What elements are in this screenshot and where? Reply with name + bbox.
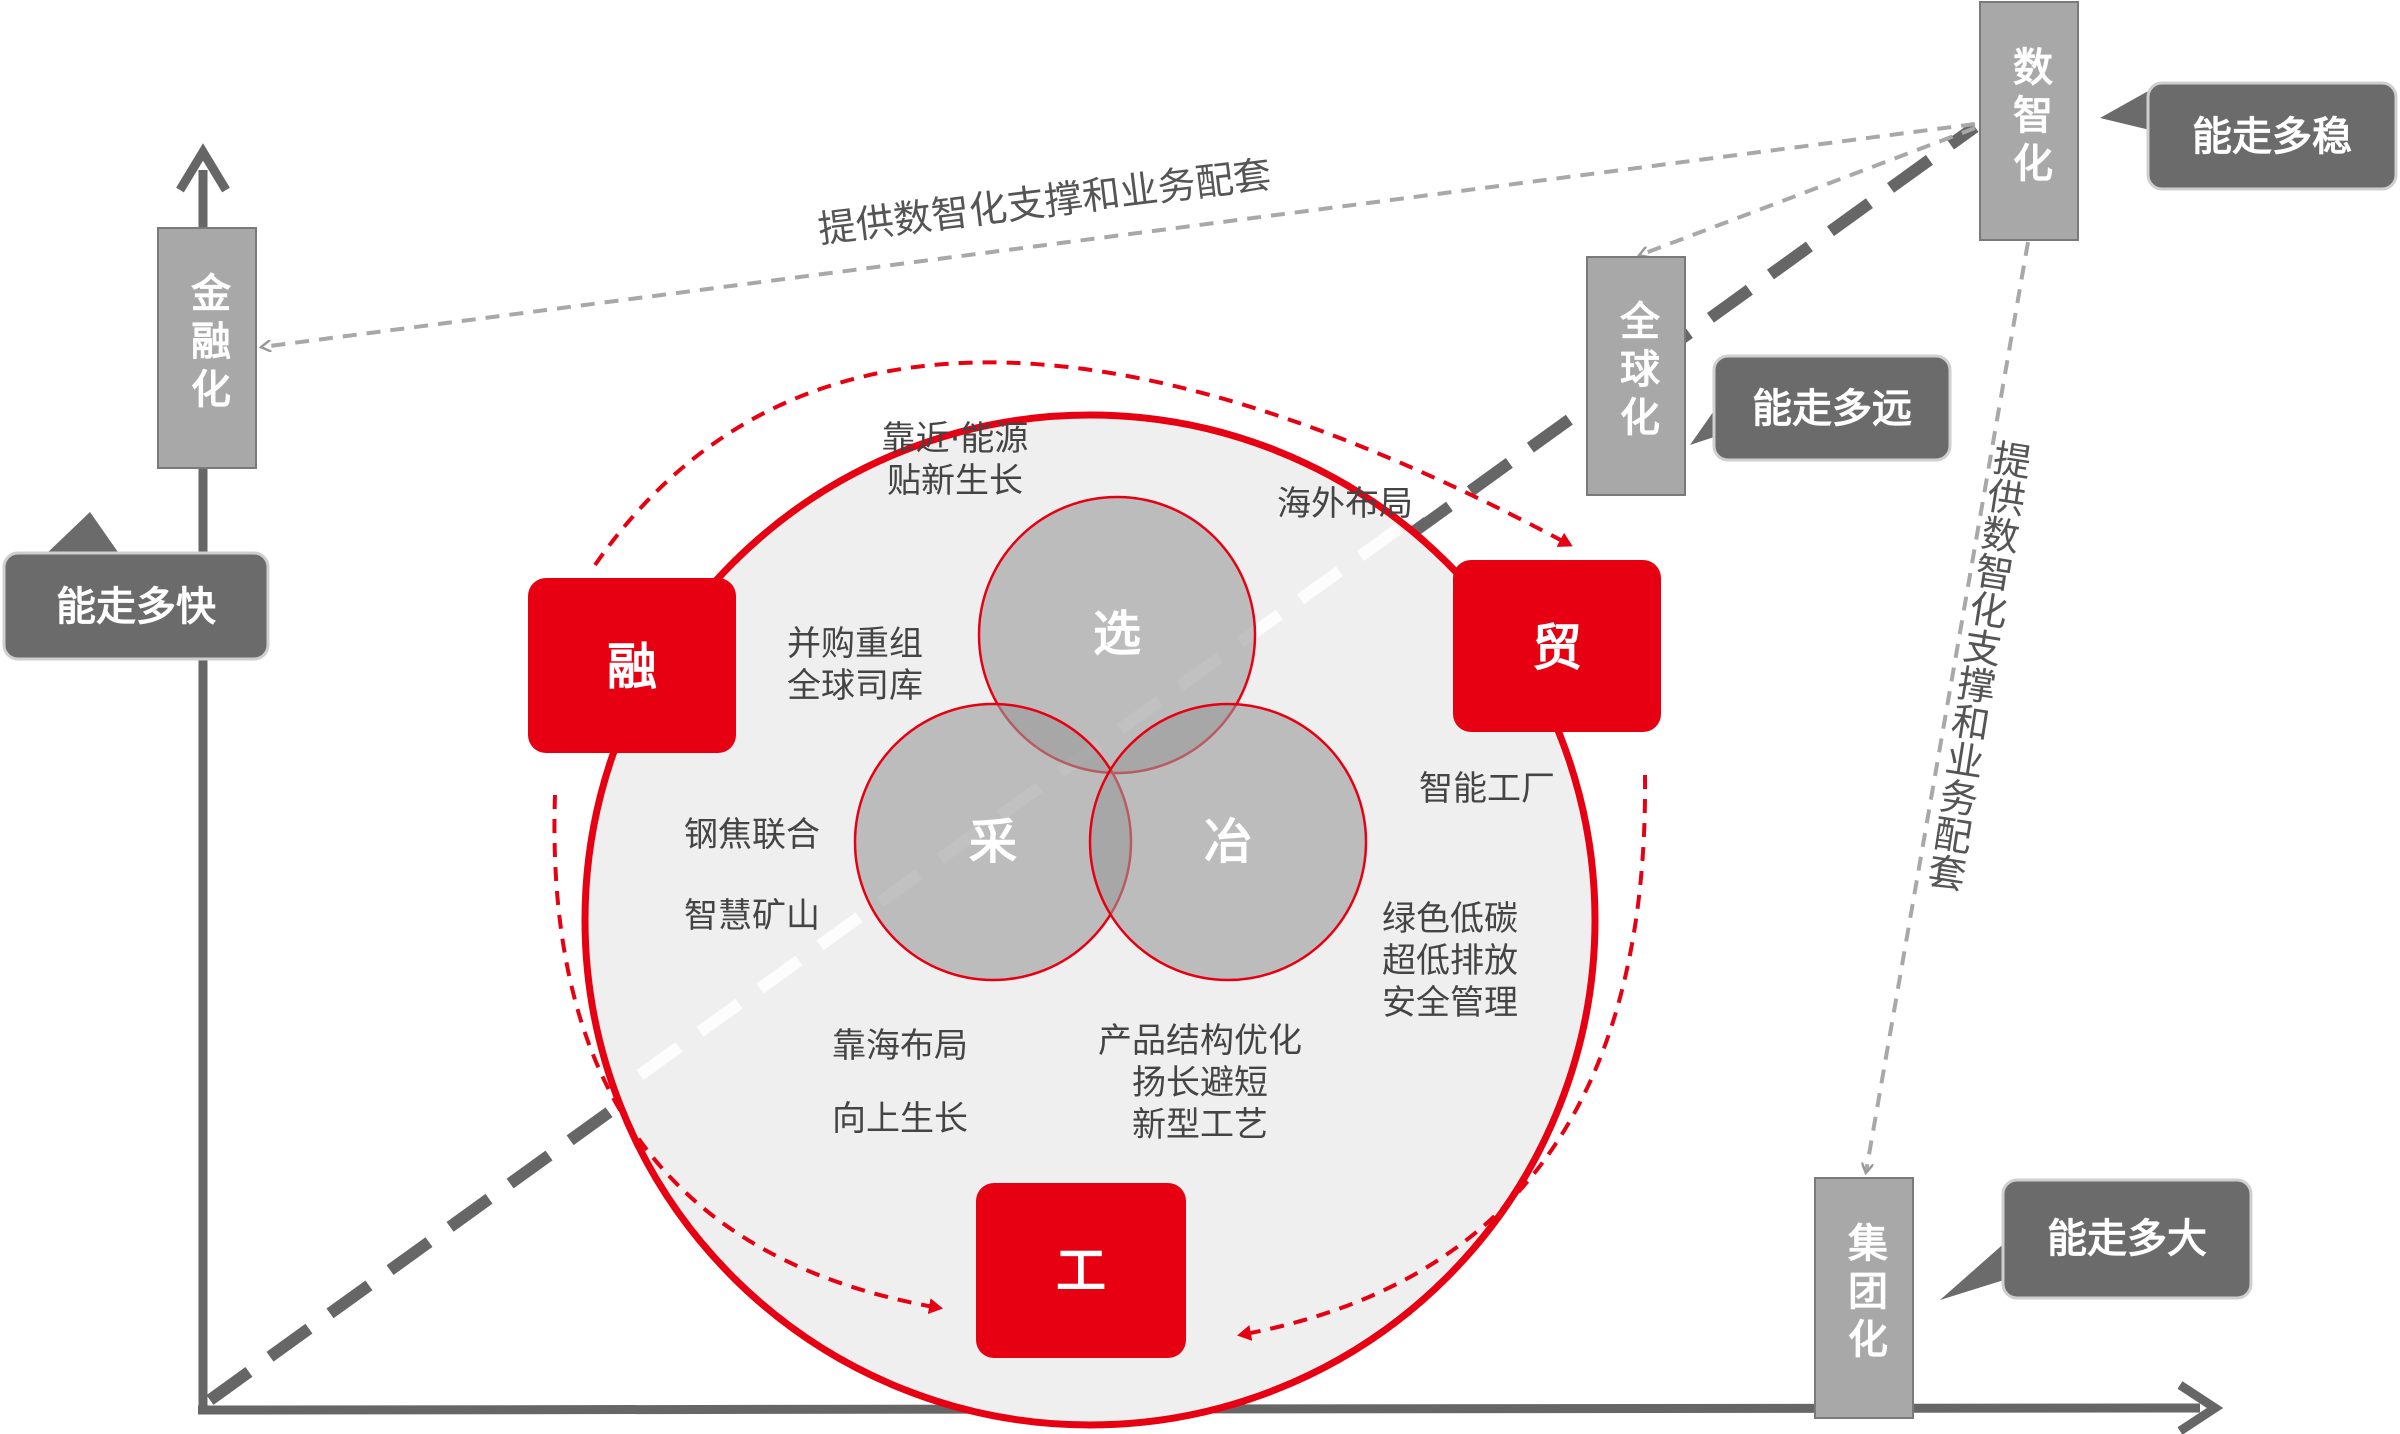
- callout-big: 能走多大: [1940, 1178, 2253, 1300]
- box-mao-label: 贸: [1532, 619, 1582, 677]
- box-mao: [1453, 560, 1661, 732]
- box-rong-label: 融: [607, 638, 657, 696]
- venn-label-right: 冶: [1204, 814, 1252, 870]
- note-green-line2: 超低排放: [1382, 941, 1518, 981]
- support-arrows: [262, 122, 2030, 1172]
- note-smart-mine: 智慧矿山: [684, 896, 820, 936]
- vertical-axis-arrowhead: [176, 143, 230, 193]
- support-label-top: 提供数智化支撑和业务配套: [816, 152, 1274, 251]
- note-merger-line1: 并购重组: [787, 624, 923, 664]
- callout-big-text: 能走多大: [2047, 1216, 2207, 1262]
- horizontal-axis-arrowhead: [2177, 1381, 2224, 1434]
- callout-far-text: 能走多远: [1752, 386, 1912, 432]
- note-energy: 靠近·能源 贴新生长: [882, 419, 1029, 501]
- tags: 金融化 全球化 数智化 集团化: [157, 1, 2079, 1419]
- support-label-right: 提供数智化支撑和业务配套: [1919, 437, 2034, 894]
- callout-far: 能走多远: [1690, 354, 1952, 462]
- diagonal-highlight: [636, 465, 1484, 1080]
- arc-right: [1237, 774, 1648, 1341]
- tag-finance-text: 金融化: [184, 271, 232, 416]
- tag-digital-text: 数智化: [2006, 46, 2053, 190]
- venn: 选 采 冶: [853, 495, 1368, 982]
- venn-circle-right: [1088, 702, 1368, 982]
- callout-stable-text: 能走多稳: [2192, 114, 2352, 160]
- callout-speed-text: 能走多快: [56, 584, 217, 630]
- arc-left: [552, 794, 943, 1315]
- note-product-line1: 产品结构优化: [1098, 1021, 1302, 1061]
- note-energy-line2: 贴新生长: [887, 461, 1023, 501]
- tag-global: 全球化: [1586, 256, 1686, 496]
- box-gong-label: 工: [1056, 1242, 1106, 1300]
- note-steel-coke: 钢焦联合: [684, 815, 820, 855]
- box-gong: [976, 1183, 1186, 1358]
- note-upward: 向上生长: [832, 1099, 968, 1139]
- quadrant-boxes: 融 贸 工: [528, 560, 1661, 1358]
- note-product: 产品结构优化 扬长避短 新型工艺: [1098, 1021, 1302, 1145]
- tag-finance: 金融化: [157, 227, 257, 469]
- tag-global-text: 全球化: [1613, 299, 1661, 444]
- venn-label-top: 选: [1093, 606, 1141, 662]
- note-product-line2: 扬长避短: [1132, 1063, 1268, 1103]
- venn-label-left: 采: [969, 814, 1017, 870]
- note-product-line3: 新型工艺: [1132, 1105, 1268, 1145]
- tag-group-text: 集团化: [1841, 1222, 1889, 1366]
- note-coastal: 靠海布局: [832, 1026, 968, 1066]
- note-smart-factory: 智能工厂: [1419, 769, 1555, 809]
- tag-group: 集团化: [1814, 1177, 1914, 1419]
- box-rong: [528, 578, 736, 753]
- note-overseas: 海外布局: [1277, 484, 1413, 524]
- note-green-line3: 安全管理: [1382, 983, 1518, 1023]
- note-green: 绿色低碳 超低排放 安全管理: [1382, 899, 1518, 1023]
- callout-speed: 能走多快: [2, 512, 270, 661]
- note-green-line1: 绿色低碳: [1382, 899, 1518, 939]
- notes: 靠近·能源 贴新生长 海外布局 并购重组 全球司库 智能工厂 钢焦联合 智慧矿山…: [684, 419, 1555, 1145]
- cycle-arrows: [552, 360, 1648, 1341]
- tag-digital: 数智化: [1979, 1, 2079, 241]
- arrow-to-global: [1640, 126, 1976, 255]
- arrow-to-group: [1866, 241, 2030, 1172]
- callouts: 能走多快 能走多稳 能走多远 能走多大: [2, 81, 2398, 1300]
- note-merger-line2: 全球司库: [787, 666, 923, 706]
- note-merger: 并购重组 全球司库: [787, 624, 923, 706]
- callout-stable: 能走多稳: [2100, 81, 2398, 191]
- note-energy-line1: 靠近·能源: [882, 419, 1029, 459]
